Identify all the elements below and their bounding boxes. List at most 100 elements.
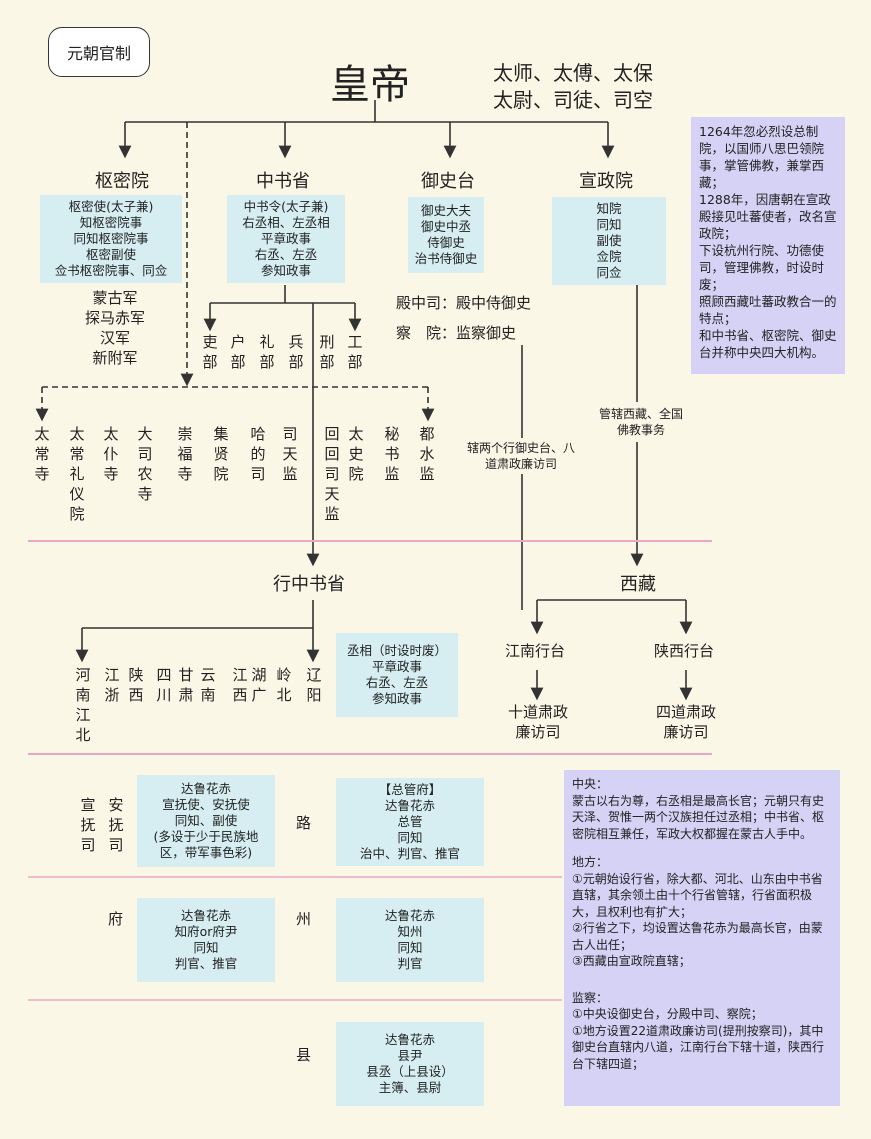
- agency-item: 秘书监: [384, 425, 400, 483]
- note-line: 1288年，因唐朝在宣政殿接见吐蕃使者，改名宣政院；: [699, 192, 837, 241]
- official-line: 参知政事: [260, 263, 311, 278]
- agency-item: 崇福寺: [177, 425, 193, 483]
- province-officials-box: 丞相（时设时废） 平章政事 右丞、左丞 参知政事: [336, 633, 458, 717]
- agency-item: 太仆寺: [103, 425, 119, 483]
- note-heading: 监察：: [572, 990, 609, 1005]
- official-line: 县丞（上县设）: [366, 1064, 454, 1079]
- official-line: 同知枢密院事: [73, 231, 149, 246]
- official-line: 右丞、左丞: [365, 675, 429, 690]
- official-line: 右丞、左丞: [254, 247, 318, 262]
- lu-officials-box: 【总管府】 达鲁花赤 总管 同知 治中、判官、推官: [336, 778, 484, 866]
- official-line: 知枢密院事: [79, 215, 143, 230]
- province-item: 湖广: [251, 666, 267, 704]
- official-line: 【总管府】: [378, 782, 442, 797]
- shumiyuan-label: 枢密院: [95, 171, 149, 192]
- army-item: 汉军: [99, 329, 130, 347]
- official-line: 达鲁花赤: [180, 781, 231, 796]
- yushitai-jurisdiction-label: 辖两个行御史台、八道肃政廉访司: [466, 440, 576, 472]
- official-line: 平章政事: [371, 659, 422, 674]
- fu-officials-box: 达鲁花赤 知府or府尹 同知 判官、推官: [137, 898, 275, 982]
- official-line: 区，带军事色彩): [159, 845, 253, 860]
- official-line: 同知: [397, 830, 423, 845]
- official-line: 治中、判官、推官: [359, 846, 460, 861]
- agency-item: 太常寺: [34, 425, 50, 483]
- official-line: 同佥: [596, 265, 622, 280]
- army-item: 蒙古军: [92, 289, 138, 307]
- official-line: 治书侍御史: [414, 251, 478, 266]
- shaanxi-xingtai-label: 陕西行台: [654, 642, 715, 660]
- note-line: 和中书省、枢密院、御史台并称中央四大机构。: [699, 328, 837, 360]
- agency-item: 太史院: [348, 425, 364, 483]
- note-line: 照顾西藏吐蕃政教合一的特点；: [699, 294, 837, 326]
- province-item: 陕西: [128, 666, 144, 704]
- note-line: 下设杭州行院、功德使司，管理佛教，时设时废；: [699, 243, 825, 292]
- agency-item: 司天监: [282, 425, 298, 483]
- official-line: (多设于少于民族地: [153, 829, 259, 844]
- ministry-xing: 刑部: [319, 333, 335, 371]
- chayuan-label: 察 院：监察御史: [396, 324, 517, 342]
- xuanzhengyuan-jurisdiction-label: 管辖西藏、全国佛教事务: [597, 406, 685, 438]
- note-line: ①中央设御史台，分殿中司、察院；: [572, 1007, 763, 1021]
- official-line: 侍御史: [427, 235, 465, 250]
- note-line: 1264年忽必烈设总制院，以国师八思巴领院事，掌管佛教，兼掌西藏；: [699, 124, 825, 190]
- yushitai-label: 御史台: [421, 171, 475, 192]
- official-line: 达鲁花赤: [384, 798, 435, 813]
- official-line: 达鲁花赤: [384, 1032, 435, 1047]
- province-item: 云南: [200, 666, 216, 704]
- official-line: 同知: [193, 940, 219, 955]
- army-item: 新附军: [92, 349, 138, 367]
- ministry-li: 吏部: [202, 333, 218, 371]
- official-line: 参知政事: [371, 691, 422, 706]
- official-line: 宣抚使、安抚使: [162, 797, 250, 812]
- note-heading: 中央：: [572, 777, 609, 791]
- note-line: ①地方设置22道肃政廉访司(提刑按察司)，其中御史台直辖内八道，江南行台下辖十道…: [572, 1023, 825, 1071]
- official-line: 佥书枢密院事、同佥: [54, 263, 168, 278]
- sangong-block: 太师、太傅、太保 太尉、司徒、司空: [493, 60, 653, 114]
- ministry-hu: 户部: [230, 333, 246, 371]
- emperor-label: 皇帝: [330, 62, 410, 108]
- fu-label: 府: [108, 910, 124, 928]
- official-line: 同知、副使: [174, 813, 238, 828]
- title-tag: 元朝官制: [48, 27, 150, 77]
- tibet-label: 西藏: [620, 574, 656, 595]
- xuanfusi-label: 宣抚司: [80, 796, 96, 854]
- xuanzhengyuan-label: 宣政院: [579, 171, 633, 192]
- army-list: 蒙古军 探马赤军 汉军 新附军: [60, 288, 170, 368]
- xuanzhengyuan-officials-box: 知院 同知 副使 佥院 同佥: [552, 197, 666, 285]
- xingzhongshusheng-label: 行中书省: [273, 574, 345, 595]
- official-line: 主簿、县尉: [378, 1080, 442, 1095]
- official-line: 判官: [397, 956, 423, 971]
- note-line: ①元朝始设行省，除大都、河北、山东由中书省直辖，其余领土由十个行省管辖，行省面积…: [572, 871, 823, 919]
- jiangnan-sub-label: 十道肃政廉访司: [507, 703, 568, 741]
- agency-item: 都水监: [419, 425, 435, 483]
- shaanxi-sub-label: 四道肃政廉访司: [655, 703, 716, 741]
- province-item: 甘肃: [178, 666, 194, 704]
- note-line: 蒙古以右为尊，右丞相是最高长官；元朝只有史天泽、贺惟一两个汉族担任过丞相；中书省…: [572, 793, 825, 841]
- zhou-label: 州: [296, 910, 312, 928]
- province-item: 辽阳: [306, 666, 322, 704]
- agency-item: 哈的司: [250, 425, 266, 483]
- anfusi-label: 安抚司: [108, 796, 124, 854]
- official-line: 同知: [397, 940, 423, 955]
- diancongsi-label: 殿中司：殿中侍御史: [396, 294, 532, 312]
- province-item: 河南江北: [75, 666, 91, 744]
- province-item: 岭北: [276, 666, 292, 704]
- official-line: 副使: [596, 233, 622, 248]
- ministry-gong: 工部: [347, 333, 363, 371]
- official-line: 右丞相、左丞相: [242, 215, 330, 230]
- xuanfu-officials-box: 达鲁花赤 宣抚使、安抚使 同知、副使 (多设于少于民族地 区，带军事色彩): [137, 775, 275, 867]
- province-item: 江浙: [104, 666, 120, 704]
- official-line: 总管: [397, 814, 423, 829]
- agency-item: 回回司天监: [324, 425, 340, 523]
- lu-label: 路: [296, 814, 312, 832]
- xuanzhengyuan-note: 1264年忽必烈设总制院，以国师八思巴领院事，掌管佛教，兼掌西藏； 1288年，…: [691, 117, 845, 374]
- ministry-bing: 兵部: [288, 333, 304, 371]
- agency-item: 太常礼仪院: [69, 425, 85, 523]
- official-line: 中书令(太子兼): [243, 199, 329, 214]
- official-line: 知州: [397, 924, 423, 939]
- sangong-line: 太尉、司徒、司空: [493, 88, 653, 112]
- zhongshusheng-officials-box: 中书令(太子兼) 右丞相、左丞相 平章政事 右丞、左丞 参知政事: [227, 195, 345, 283]
- official-line: 知府or府尹: [174, 924, 238, 939]
- official-line: 达鲁花赤: [180, 908, 231, 923]
- official-line: 枢密使(太子兼): [68, 199, 154, 214]
